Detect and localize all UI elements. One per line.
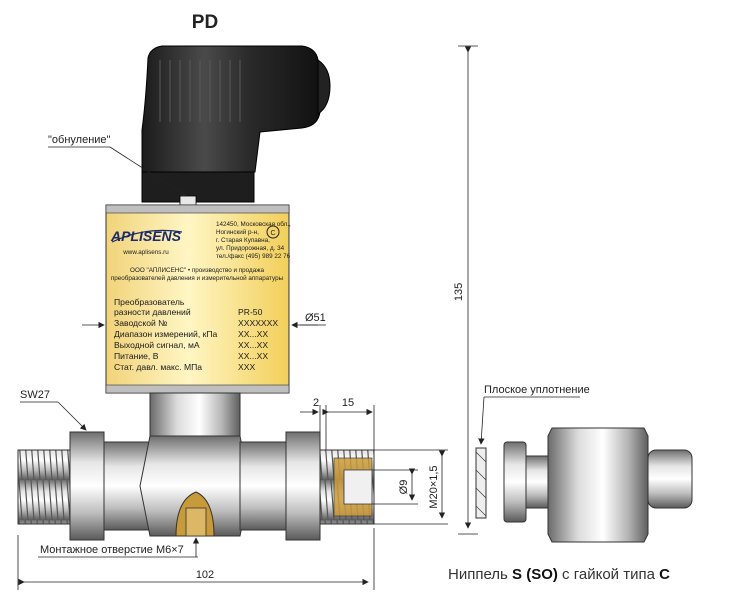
sensor-neck — [149, 392, 241, 438]
plate-row-label-1: Заводской № — [114, 318, 167, 328]
process-connection — [17, 431, 375, 541]
left-thread — [17, 449, 71, 525]
dim-height: 135 — [453, 283, 465, 301]
plate-row-value-1: XXXXXXX — [238, 318, 278, 328]
zeroing-button — [179, 195, 197, 206]
brand-name: APLISENS — [110, 228, 182, 244]
callout-seal: Плоское уплотнение — [484, 384, 590, 396]
caption-prefix: Ниппель — [448, 566, 513, 583]
callout-zeroing: "обнуление" — [48, 134, 111, 146]
din-connector — [141, 45, 331, 206]
product-code: PR-50 — [238, 307, 263, 317]
svg-text:C: C — [270, 230, 275, 237]
transmitter-body: APLISENS www.aplisens.ru C 142450, Моско… — [105, 204, 291, 394]
dim-diameter: Ø51 — [305, 312, 326, 324]
nipple-caption: Ниппель S (SO) с гайкой типа C — [448, 566, 670, 583]
plate-row-label-5: Стат. давл. макс. МПа — [114, 362, 202, 372]
address-line-2: Ногинский р-н, — [216, 228, 259, 236]
plate-row-value-5: XXX — [238, 362, 255, 372]
caption-nipple-type: S (SO) — [512, 566, 558, 583]
caption-middle: с гайкой типа — [557, 566, 660, 583]
central-body — [139, 435, 251, 537]
callout-mount-hole: Монтажное отверстие М6×7 — [40, 544, 184, 556]
address-line-5: тел./факс (495) 989 22 76 — [216, 253, 291, 260]
product-title-1: Преобразователь — [114, 297, 185, 307]
model-title: PD — [192, 12, 218, 33]
dim-bore: Ø9 — [398, 480, 410, 495]
address-line-1: 142450, Московская обл., — [216, 220, 291, 228]
caption-nut-type: C — [659, 566, 670, 583]
dim-thread: M20×1,5 — [428, 465, 440, 508]
dim-length: 102 — [196, 569, 214, 581]
brand-website: www.aplisens.ru — [122, 249, 169, 256]
flat-seal — [475, 447, 487, 519]
plate-row-value-4: XX...XX — [238, 351, 268, 361]
address-line-4: ул. Придорожная, д. 34 — [216, 245, 285, 252]
plate-row-label-3: Выходной сигнал, мА — [114, 340, 200, 350]
callout-wrench: SW27 — [20, 389, 50, 401]
plate-row-label-4: Питание, В — [114, 351, 159, 361]
dim-15: 15 — [342, 397, 354, 409]
dim-2: 2 — [313, 397, 319, 409]
certification-mark-icon — [266, 225, 280, 239]
left-hex-nut — [69, 431, 105, 541]
company-line-1: ООО "АПЛИСЕНС" • производство и продажа — [130, 267, 264, 274]
plate-row-value-3: XX...XX — [238, 340, 268, 350]
right-hex-nut — [285, 431, 321, 541]
company-line-2: преобразователей давления и измерительно… — [111, 274, 284, 282]
nipple-with-nut — [503, 427, 693, 543]
aplisens-logo: APLISENS www.aplisens.ru — [110, 228, 183, 256]
product-title-2: разности давлений — [114, 307, 191, 317]
plate-row-value-2: XX...XX — [238, 329, 268, 339]
plate-row-label-2: Диапазон измерений, кПа — [114, 329, 218, 339]
address-line-3: г. Старая Купавна, — [216, 237, 270, 244]
